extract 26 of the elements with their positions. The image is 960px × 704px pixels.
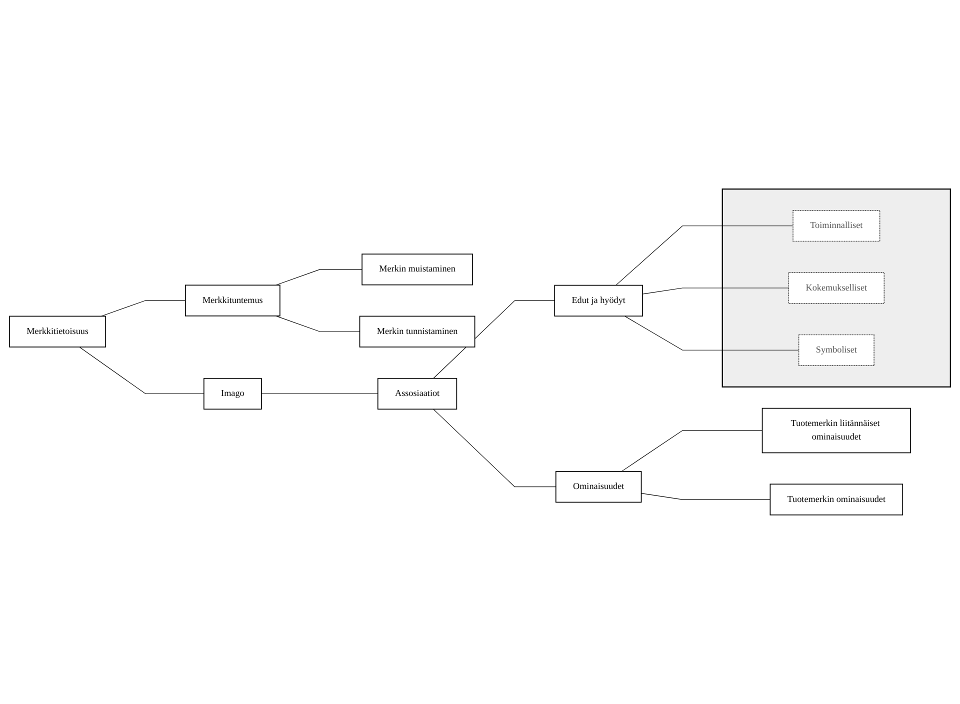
node-box: Toiminnalliset [792,210,880,242]
node-box: Assosiaatiot [377,378,458,410]
connector [616,226,794,286]
node-box: Merkkituntemus [185,284,280,316]
cluster [722,188,952,388]
node-box: Merkin muistaminen [362,254,473,286]
connector [100,300,186,316]
node-box: Kokemukselliset [788,272,885,304]
connector [433,300,555,379]
node-box: Tuotemerkin ominaisuudet [770,484,904,516]
node-box: Edut ja hyödyt [554,284,643,316]
connector [624,316,800,350]
connector [642,288,789,294]
connector [276,316,360,332]
connector [621,430,763,472]
node-box: Symboliset [798,334,874,366]
connector [276,269,362,286]
node-box: Imago [204,378,262,410]
connector [433,408,556,488]
node-box: Tuotemerkin liitännäiset ominaisuudet [762,408,911,454]
connector [261,393,378,394]
node-box: Ominaisuudet [555,471,642,503]
connector [641,493,770,500]
node-box: Merkin tunnistaminen [359,316,476,348]
connector [79,346,204,394]
node-box: Merkkitietoisuus [9,316,106,348]
